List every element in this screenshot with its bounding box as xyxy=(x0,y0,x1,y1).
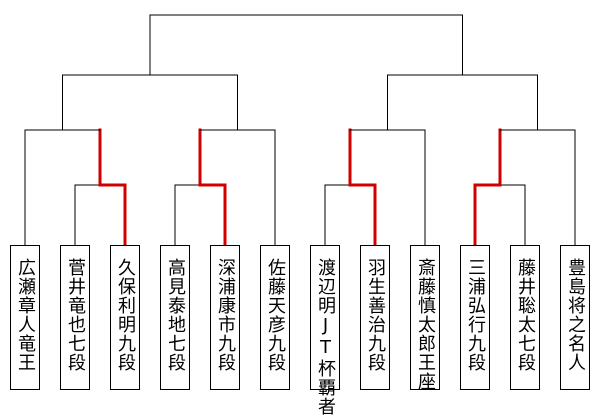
player-name: 三浦弘行九段 xyxy=(465,258,486,372)
player-name: 藤井聡太七段 xyxy=(515,258,536,372)
player-box: 斎藤慎太郎王座 xyxy=(410,245,440,391)
player-box: 深浦康市九段 xyxy=(210,245,240,390)
tournament-bracket: 広瀬章人竜王 菅井竜也七段 久保利明九段 高見泰地七段 深浦康市九段 佐藤天彦九段 渡辺明J… xyxy=(10,14,590,416)
player-box: 豊島将之名人 xyxy=(560,245,590,390)
player-name: 広瀬章人竜王 xyxy=(15,258,36,372)
bracket-lines xyxy=(24,14,576,247)
player-box: 渡辺明JT杯覇者 xyxy=(310,245,340,416)
player-box: 佐藤天彦九段 xyxy=(260,245,290,390)
player-box: 菅井竜也七段 xyxy=(60,245,90,390)
player-name: 豊島将之名人 xyxy=(565,258,586,372)
player-box: 高見泰地七段 xyxy=(160,245,190,390)
player-box: 久保利明九段 xyxy=(110,245,140,390)
player-name: 菅井竜也七段 xyxy=(65,258,86,372)
player-box: 三浦弘行九段 xyxy=(460,245,490,390)
player-box: 藤井聡太七段 xyxy=(510,245,540,390)
player-name: 羽生善治九段 xyxy=(365,258,386,372)
player-box: 羽生善治九段 xyxy=(360,245,390,390)
player-name: 久保利明九段 xyxy=(115,258,136,372)
player-name: 深浦康市九段 xyxy=(215,258,236,372)
player-list: 広瀬章人竜王 菅井竜也七段 久保利明九段 高見泰地七段 深浦康市九段 佐藤天彦九段 渡辺明J… xyxy=(10,245,590,416)
player-name: 渡辺明JT杯覇者 xyxy=(315,258,336,416)
player-name: 高見泰地七段 xyxy=(165,258,186,372)
player-name: 斎藤慎太郎王座 xyxy=(415,258,436,391)
player-name: 佐藤天彦九段 xyxy=(265,258,286,372)
player-box: 広瀬章人竜王 xyxy=(10,245,40,390)
